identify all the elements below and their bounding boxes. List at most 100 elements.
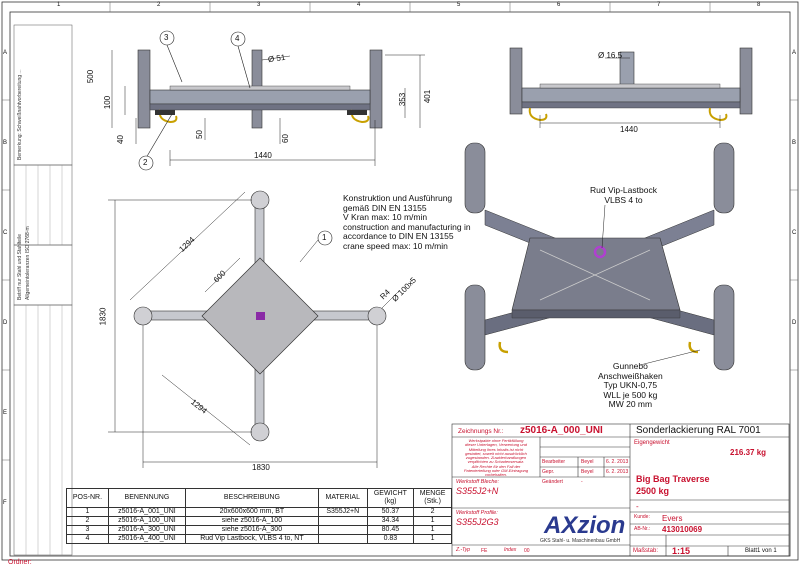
bearbeiter-name: Beyel: [581, 459, 594, 465]
dim-50: 50: [194, 130, 204, 139]
plan-view: [133, 190, 387, 442]
grid-col-8: 8: [757, 2, 761, 8]
copyright-note: Werkstpakte ohne Fertikfüllung dieser Un…: [463, 438, 529, 478]
dim-1830-vertical: 1830: [98, 307, 108, 326]
parts-list-table: POS-NR. BENENNUNG BESCHREIBUNG MATERIAL …: [66, 488, 452, 544]
cell-gewicht: 0.83: [366, 534, 415, 544]
vip-lastbock-note: Rud Vip-Lastbock VLBS 4 to: [590, 185, 657, 205]
balloon-1: 1: [322, 233, 327, 242]
dim-100: 100: [103, 95, 113, 110]
side-label-schweiss: Bemerkung: Schweißnahtvorbereitung ...: [17, 69, 23, 160]
cell-beschreibung: siehe z5016-A_100: [184, 516, 320, 526]
table-row: 2 z5016-A_100_UNI siehe z5016-A_100 34.3…: [66, 516, 452, 526]
ordner-label: Ordner:: [8, 559, 32, 566]
cell-pos: 4: [66, 534, 109, 544]
ztyp-label: Z.-Typ: [456, 547, 471, 553]
cell-benennung: z5016-A_400_UNI: [107, 534, 186, 544]
isometric-view: [464, 142, 735, 371]
table-row: 4 z5016-A_400_UNI Rud Vip Lastbock, VLBS…: [66, 534, 452, 544]
grid-col-1: 1: [57, 2, 61, 8]
cell-material: [318, 525, 368, 535]
dim-1830-horizontal: 1830: [252, 463, 270, 472]
cell-pos: 1: [66, 507, 109, 517]
grid-row-d-right: D: [792, 320, 797, 326]
balloon-3: 3: [164, 33, 169, 42]
grid-row-a: A: [3, 50, 8, 56]
eigengewicht-value: 216.37 kg: [730, 448, 767, 457]
dim-phi165: Ø 16.5: [598, 51, 623, 60]
werkstoff-profile-label: Werkstoff Profile:: [456, 510, 498, 516]
company-logo: AXzion: [544, 512, 626, 539]
grid-row-c-right: C: [792, 230, 797, 236]
eigengewicht-label: Eigengewicht: [634, 440, 670, 446]
header-benennung: BENENNUNG: [107, 488, 186, 508]
scale-value: 1:15: [672, 546, 691, 556]
ztyp-value: FE: [481, 548, 488, 554]
side-label-toleranz: Allgemeintoleranzen ISO 2768-m: [25, 226, 31, 300]
bearbeiter-label: Bearbeiter: [542, 459, 566, 465]
drawing-number: z5016-A_000_UNI: [520, 425, 603, 436]
header-material: MATERIAL: [318, 488, 368, 508]
cell-beschreibung: Rud Vip Lastbock, VLBS 4 to, NT: [184, 534, 320, 544]
cell-gewicht: 80.45: [366, 525, 415, 535]
cell-beschreibung: 20x600x600 mm, BT: [184, 507, 320, 517]
bearbeiter-date: 6. 2. 2013: [606, 459, 629, 465]
cell-pos: 2: [66, 516, 109, 526]
dim-60: 60: [280, 134, 290, 143]
construction-note: Konstruktion und Ausführung gemäß DIN EN…: [343, 193, 471, 251]
dim-1440-left: 1440: [254, 151, 272, 160]
grid-row-b-right: B: [792, 140, 797, 146]
grid-col-5: 5: [457, 2, 461, 8]
capacity: 2500 kg: [636, 486, 670, 496]
grid-col-6: 6: [557, 2, 561, 8]
cell-material: S355J2+N: [318, 507, 368, 517]
company-subtitle: GKS Stahl- u. Maschinenbau GmbH: [540, 538, 621, 544]
cell-gewicht: 50.37: [366, 507, 415, 517]
werkstoff-value: S355J2+N: [456, 486, 499, 496]
dim-40: 40: [115, 135, 125, 144]
drawing-title: Big Bag Traverse: [636, 474, 710, 484]
gunnebo-note: Gunnebo Anschweißhaken Typ UKN-0,75 WLL …: [598, 361, 663, 409]
grid-col-3: 3: [257, 2, 261, 8]
grid-row-d: D: [3, 320, 8, 326]
front-view-left: [137, 49, 383, 129]
balloon-4: 4: [235, 34, 240, 43]
cell-material: [318, 534, 368, 544]
cell-benennung: z5016-A_001_UNI: [107, 507, 186, 517]
gepr-name: Beyel: [581, 469, 594, 475]
cell-menge: 1: [413, 525, 452, 535]
kunde-label: Kunde:: [634, 514, 650, 520]
ab-number: 413010069: [662, 525, 703, 534]
cell-material: [318, 516, 368, 526]
cell-menge: 1: [413, 534, 452, 544]
dim-1440-right: 1440: [620, 125, 638, 134]
ab-label: AB-Nr.:: [634, 526, 651, 532]
header-pos: POS-NR.: [66, 488, 109, 508]
balloon-2: 2: [143, 158, 148, 167]
header-gewicht: GEWICHT(kg): [366, 488, 415, 508]
cell-pos: 3: [66, 525, 109, 535]
table-row: 3 z5016-A_300_UNI siehe z5016-A_300 80.4…: [66, 525, 452, 535]
grid-row-a-right: A: [792, 50, 797, 56]
header-menge: MENGE(Stk.): [413, 488, 452, 508]
gepr-date: 6. 2. 2013: [606, 469, 629, 475]
dim-401: 401: [423, 89, 433, 104]
cell-benennung: z5016-A_300_UNI: [107, 525, 186, 535]
table-row: 1 z5016-A_001_UNI 20x600x600 mm, BT S355…: [66, 507, 452, 517]
dim-500: 500: [86, 69, 96, 84]
geandert-value: -: [581, 479, 583, 485]
grid-row-b: B: [3, 140, 8, 146]
cell-gewicht: 34.34: [366, 516, 415, 526]
grid-col-7: 7: [657, 2, 661, 8]
cell-menge: 2: [413, 507, 452, 517]
geandert-label: Geändert: [542, 479, 563, 485]
zeichnungs-label: Zeichnungs Nr.:: [458, 428, 504, 435]
werkstoff-profile-value: S355J2G3: [456, 517, 499, 527]
side-label-behandlung: Betriff nur Stahl und Stahlteile: [17, 233, 23, 300]
index-value: 00: [524, 548, 530, 554]
cell-menge: 1: [413, 516, 452, 526]
grid-row-e: E: [3, 410, 8, 416]
front-view-right: [509, 47, 753, 122]
